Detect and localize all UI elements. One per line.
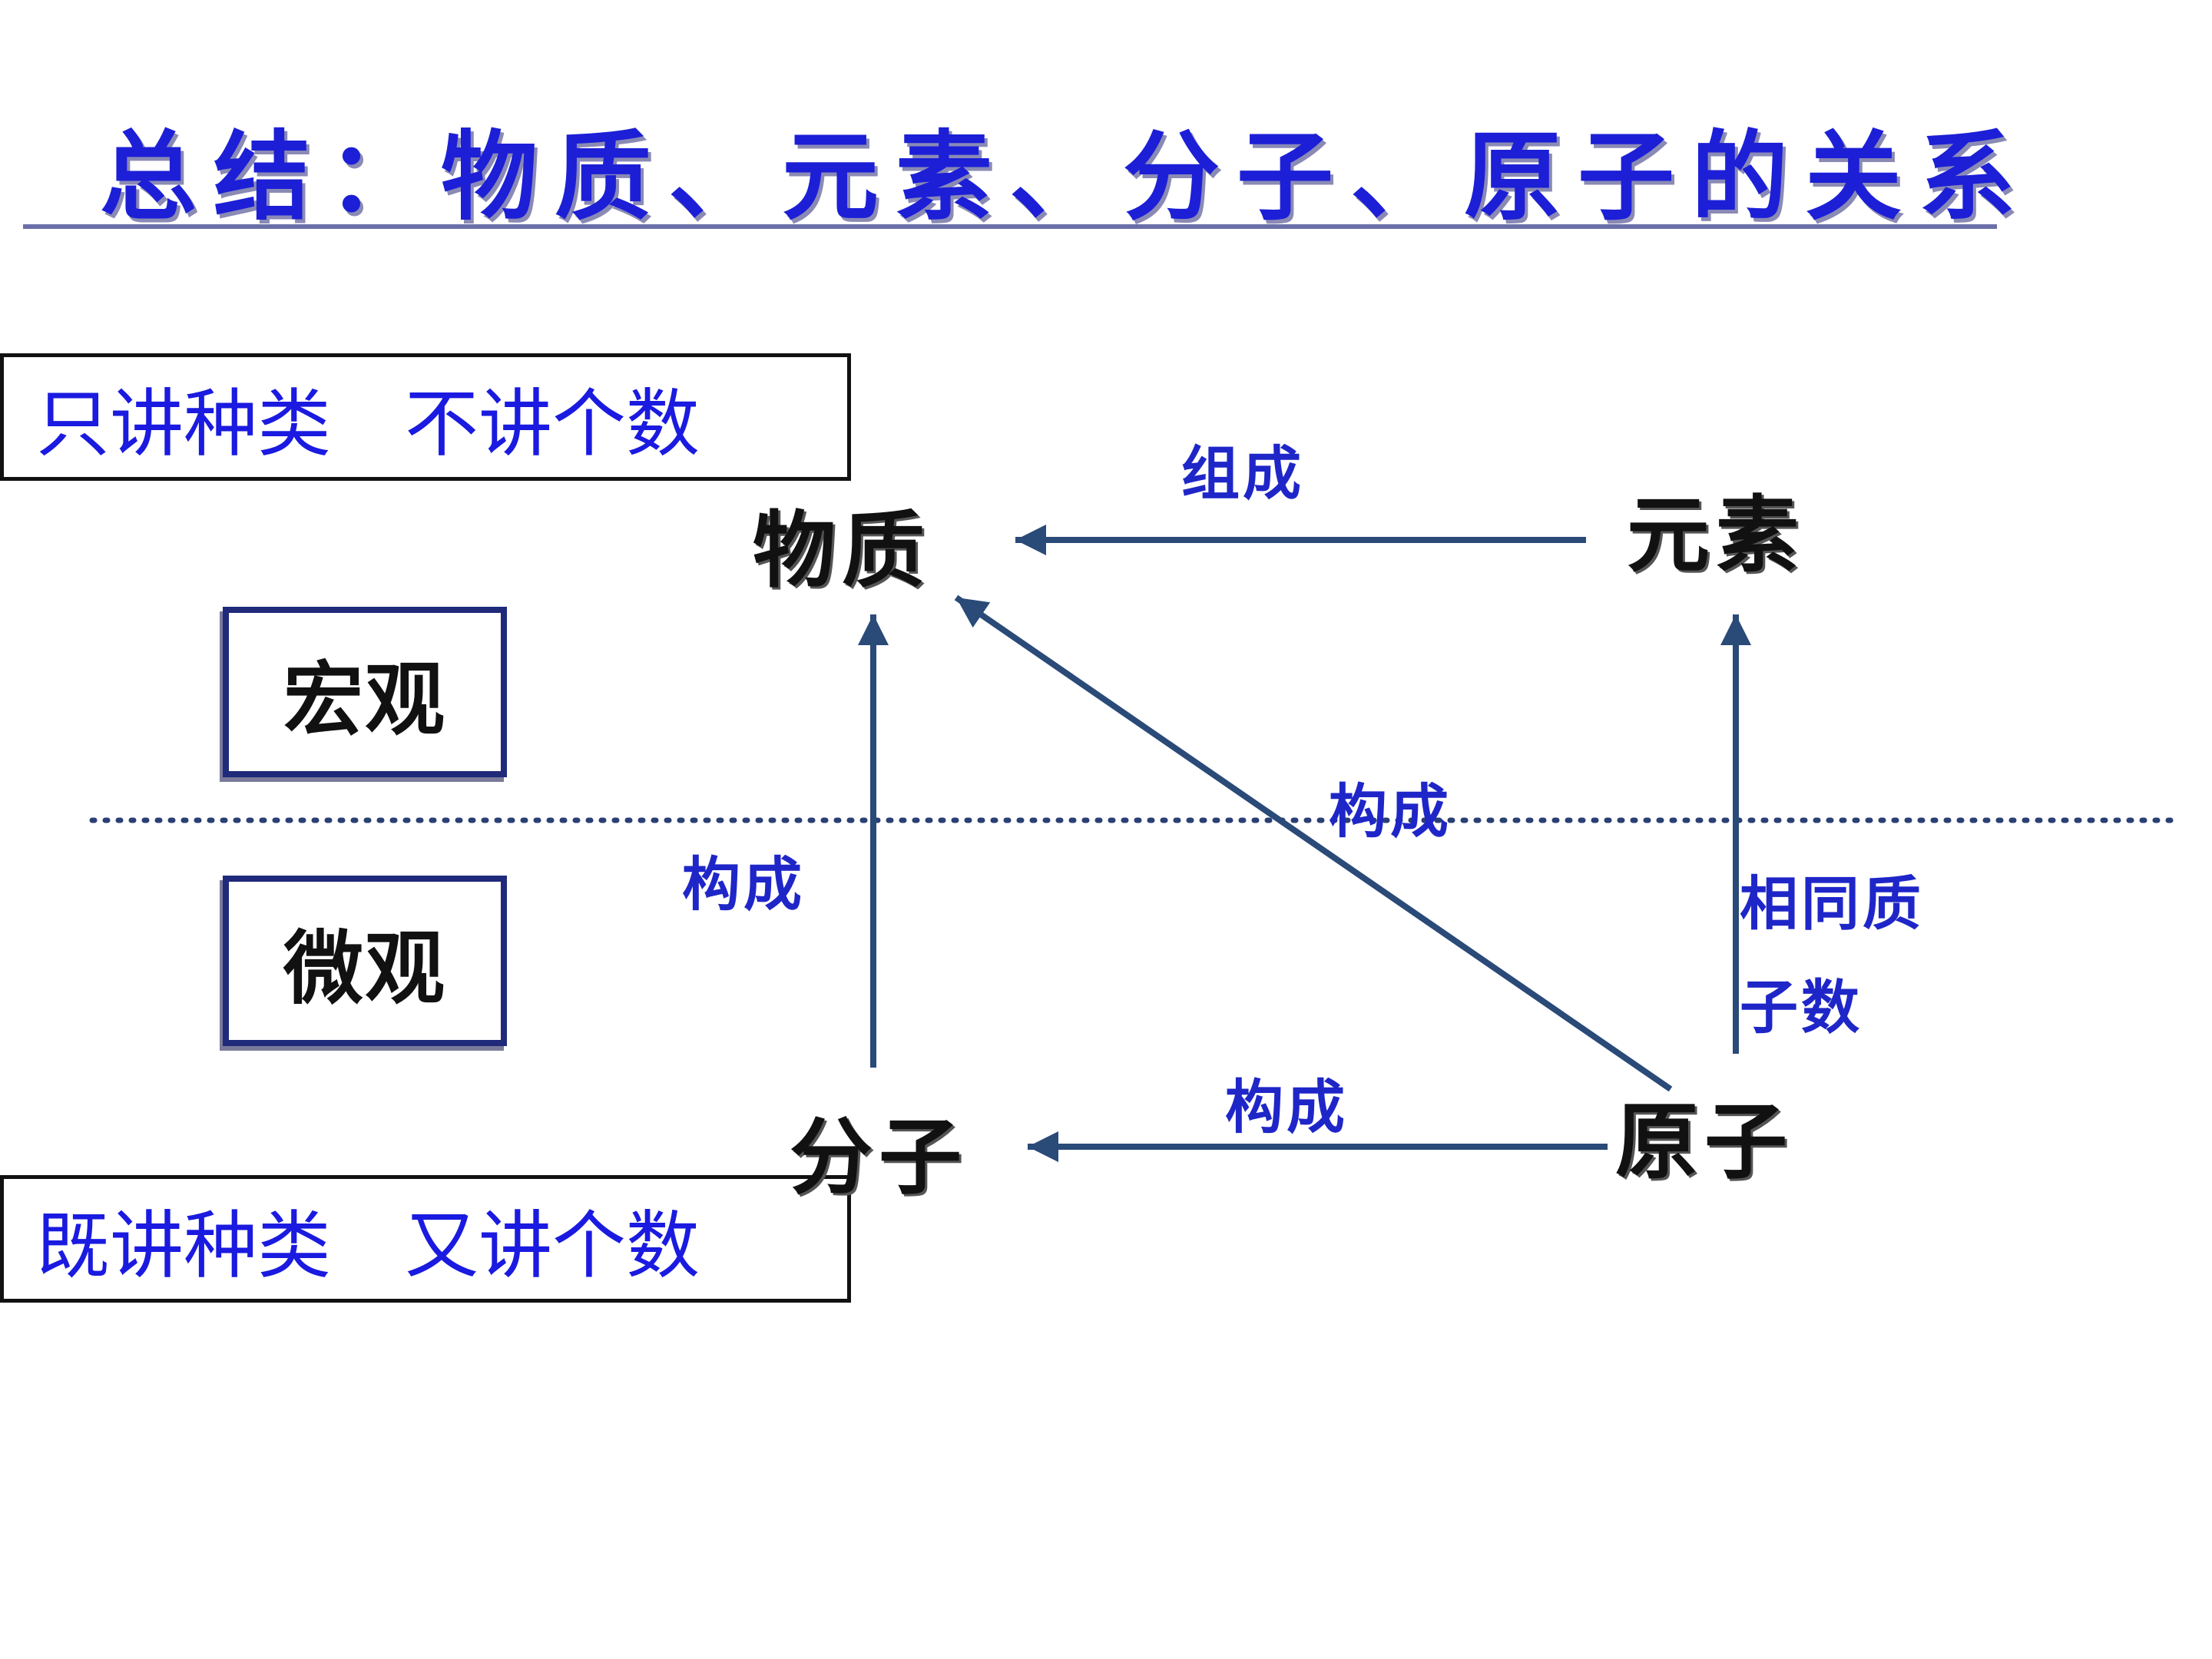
macro-level-box: 宏观 [223, 607, 507, 777]
edge-label-molecule-to-substance: 构成 [682, 850, 805, 919]
edge-label-atom-to-substance: 构成 [1329, 777, 1452, 846]
edge-label-atom-to-element-line2: 子数 [1740, 973, 1863, 1041]
micro-note-box: 既讲种类 又讲个数 [0, 1175, 851, 1303]
micro-level-box: 微观 [223, 876, 507, 1046]
macro-note-box: 只讲种类 不讲个数 [0, 353, 851, 481]
macro-note-text: 只讲种类 不讲个数 [36, 380, 700, 467]
node-substance: 物质 [753, 502, 932, 599]
node-molecule: 分子 [790, 1109, 969, 1206]
edge-label-element-to-substance: 组成 [1181, 439, 1304, 508]
micro-note-text: 既讲种类 又讲个数 [36, 1202, 700, 1289]
macro-level-label: 宏观 [283, 652, 446, 747]
edge-label-atom-to-element-line1: 相同质 [1740, 869, 1924, 938]
arrow-atom-to-substance [954, 594, 1673, 1092]
node-element: 元素 [1627, 487, 1806, 584]
node-atom: 原子 [1615, 1094, 1794, 1190]
edge-label-atom-to-molecule: 构成 [1225, 1073, 1348, 1141]
page-title: 总结：物质、元素、分子、原子的关系 [100, 120, 2032, 233]
title-underline [23, 224, 1997, 229]
micro-level-label: 微观 [283, 921, 446, 1015]
